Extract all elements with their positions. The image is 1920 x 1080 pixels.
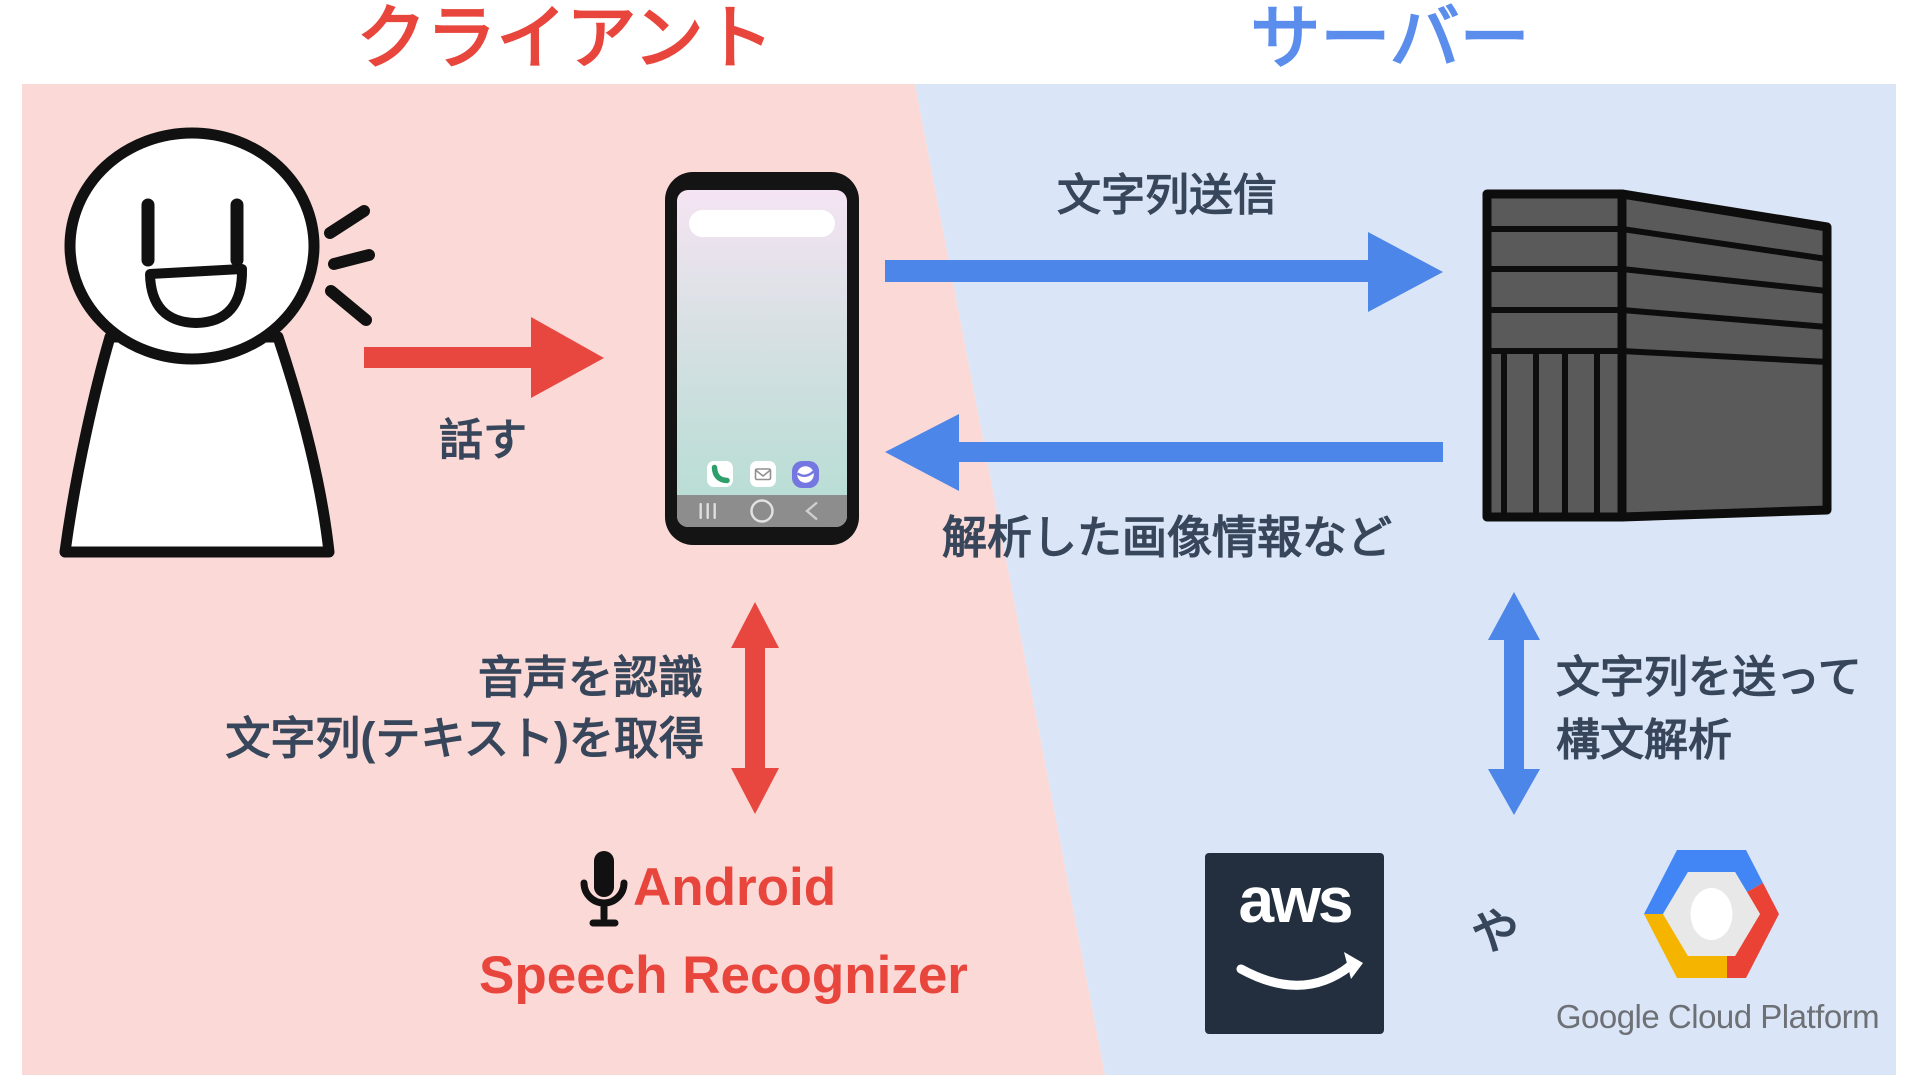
microphone-icon — [580, 851, 628, 927]
server-front-face — [1482, 189, 1627, 522]
send-parse-label-line2: 構文解析 — [1556, 716, 1732, 765]
speech-recognizer-label: Speech Recognizer — [479, 946, 968, 1005]
send-string-label: 文字列送信 — [1057, 171, 1277, 220]
mail-app-icon — [750, 461, 776, 487]
person-mouth — [145, 264, 248, 328]
browser-app-icon — [792, 461, 819, 488]
recognize-voice-label-line1: 音声を認識 — [477, 652, 703, 703]
person-icon — [59, 127, 375, 558]
analyzed-info-arrow-left — [885, 414, 1443, 491]
analyzed-info-label: 解析した画像情報など — [941, 512, 1392, 563]
send-string-arrow-right — [885, 232, 1443, 312]
android-label: Android — [633, 858, 837, 917]
or-label: や — [1470, 906, 1519, 959]
parse-double-arrow — [1488, 592, 1540, 815]
server-rack-icon — [1482, 189, 1832, 522]
gcp-hex-yellow — [1644, 914, 1727, 978]
aws-smile-icon — [1236, 952, 1363, 990]
navbar-recents-icon — [699, 503, 716, 519]
recognize-voice-label-line2: 文字列(テキスト)を取得 — [225, 713, 704, 764]
google-cloud-platform-logo — [1644, 850, 1779, 978]
gcp-hex-center — [1690, 888, 1733, 940]
server-title: サーバー — [1250, 0, 1530, 77]
speak-label: 話す — [439, 416, 527, 465]
send-parse-label-line1: 文字列を送って — [1556, 653, 1862, 702]
gcp-hex-red — [1727, 883, 1779, 978]
phone-app-icon — [707, 461, 733, 487]
gcp-wordmark: Google Cloud Platform — [1555, 998, 1880, 1035]
smartphone-icon — [665, 172, 859, 545]
client-title: クライアント — [356, 0, 774, 77]
aws-logo: aws — [1205, 853, 1384, 1034]
person-body — [59, 331, 335, 558]
speech-sound-lines-icon — [324, 205, 375, 326]
gcp-hex-blue — [1644, 850, 1763, 914]
navbar-back-icon — [805, 501, 818, 521]
speak-arrow-right — [364, 317, 604, 398]
speech-recognizer-double-arrow — [731, 602, 779, 814]
smartphone-search-pill — [689, 210, 835, 237]
navbar-home-icon — [750, 499, 774, 523]
person-head — [64, 127, 320, 365]
aws-wordmark: aws — [1238, 864, 1354, 936]
